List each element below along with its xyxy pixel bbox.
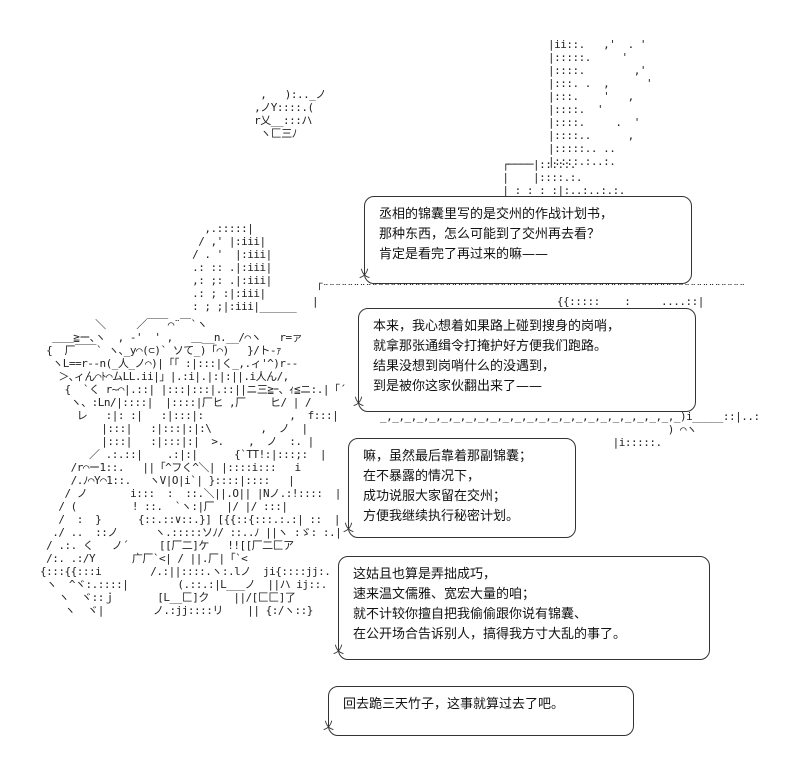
speech-bubble-3: 嘛，虽然最后靠着那副锦囊； 在不暴露的情况下， 成功说服大家留在交州； 方便我继… — [343, 438, 576, 538]
building-art-right: |ii::. ,' . ' |:::::. ' |::::. ,' |:::. … — [548, 38, 653, 168]
bubble-1-tail: 乂 — [359, 267, 370, 280]
bubble-1-line-1: 丞相的锦囊里写的是交州的作战计划书， — [379, 207, 614, 222]
building-art-base: ┌────|:::::. | |::::.:. ___|_:_:_:_:|:..… — [484, 158, 625, 197]
bubble-2-line-4: 到是被你这家伙翻出来了—— — [373, 379, 543, 394]
bubble-3-line-4: 方便我继续执行秘密计划。 — [363, 509, 520, 524]
bubble-2-line-1: 本来，我心想着如果路上碰到搜身的岗哨， — [373, 319, 621, 334]
bubble-4-tail: 乂 — [333, 643, 344, 656]
speech-bubble-5: 回去跪三天竹子，这事就算过去了吧。 乂 — [323, 686, 634, 736]
bubble-1-line-3: 肯定是看完了再过来的嘛—— — [379, 247, 549, 262]
bubble-1-line-2: 那种东西，怎么可能到了交州再去看？ — [379, 227, 601, 242]
bubble-3-line-2: 在不暴露的情况下， — [363, 469, 481, 484]
figure-art-middle: ＼ ／￣￣⌒¨￣`ヽ ＿＿≧ー､ヽ , -' ' , ＿__n.__/⌒ヽ r=… — [40, 318, 349, 617]
bubble-3-line-1: 嘛，虽然最后靠着那副锦囊； — [363, 449, 533, 464]
bubble-2-line-3: 结果没想到岗哨什么的没遇到， — [373, 359, 556, 374]
chibi-figure-art: , ):.._ノ ,ノY::::.( r乂__:::ハ ヽ匚三ﾉ — [254, 88, 326, 140]
bubble-3-line-3: 成功说服大家留在交州； — [363, 489, 507, 504]
bubble-4-line-1: 这姑且也算是弄拙成巧， — [353, 567, 497, 582]
bubble-5-tail: 乂 — [323, 719, 334, 732]
bubble-2-line-2: 就拿那张通缉令打掩护好方便我们跑路。 — [373, 339, 608, 354]
bubble-2-tail: 乂 — [353, 395, 364, 408]
speech-bubble-1: 丞相的锦囊里写的是交州的作战计划书， 那种东西，怎么可能到了交州再去看？ 肯定是… — [359, 196, 692, 284]
bubble-4-line-3: 就不计较你擅自把我偷偷跟你说有锦囊、 — [353, 607, 588, 622]
speech-bubble-2: 本来，我心想着如果路上碰到搜身的岗哨， 就拿那张通缉令打掩护好方便我们跑路。 结… — [353, 308, 696, 412]
pillar-art-left: ,.:::::| / ,' |:iii| / . ' |:iii| .: :: … — [192, 222, 297, 313]
speech-bubble-4: 这姑且也算是弄拙成巧， 速来温文儒雅、宽宏大量的咱； 就不计较你擅自把我偷偷跟你… — [333, 556, 710, 660]
bubble-5-line-1: 回去跪三天竹子，这事就算过去了吧。 — [343, 697, 565, 712]
bubble-3-tail: 乂 — [343, 521, 354, 534]
bubble-4-line-2: 速来温文儒雅、宽宏大量的咱； — [353, 587, 536, 602]
backdrop-line-art: 「¨¨¨¨¨¨¨¨¨¨¨¨¨¨¨¨¨¨¨¨¨¨¨¨¨¨¨¨¨¨¨¨¨¨¨¨¨¨¨… — [312, 282, 745, 308]
bubble-4-line-4: 在公开场合告诉别人，搞得我方寸大乱的事了。 — [353, 627, 627, 642]
